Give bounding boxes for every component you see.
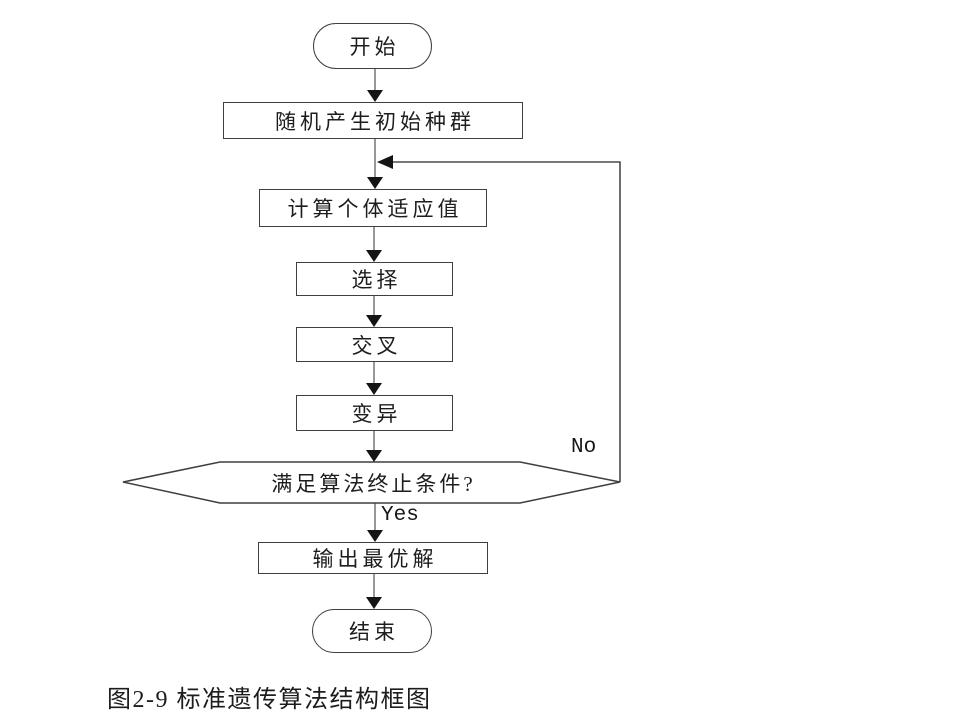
arrowhead-into-decision	[366, 450, 382, 462]
node-init-population: 随机产生初始种群	[223, 102, 523, 139]
arrowhead-into-init	[367, 90, 383, 102]
figure-caption: 图2-9 标准遗传算法结构框图	[107, 687, 432, 713]
arrowhead-into-end	[366, 597, 382, 609]
node-crossover: 交叉	[296, 327, 453, 362]
arrowhead-into-crossover	[366, 315, 382, 327]
node-output: 输出最优解	[258, 542, 488, 574]
node-start: 开始	[313, 23, 432, 69]
node-mutation: 变异	[296, 395, 453, 431]
node-selection: 选择	[296, 262, 453, 296]
node-end: 结束	[312, 609, 432, 653]
arrowhead-into-fitness	[367, 177, 383, 189]
arrowhead-feedback-left	[377, 155, 393, 169]
arrowhead-into-output	[367, 530, 383, 542]
edge-no-feedback-loop	[393, 161, 621, 482]
branch-label-yes: Yes	[381, 504, 419, 527]
decision-hexagon-shape	[122, 461, 621, 504]
node-decision-label: 满足算法终止条件?	[271, 471, 476, 496]
arrowhead-into-mutation	[366, 383, 382, 395]
node-fitness: 计算个体适应值	[259, 189, 487, 227]
arrowhead-into-select	[366, 250, 382, 262]
branch-label-no: No	[571, 436, 597, 459]
